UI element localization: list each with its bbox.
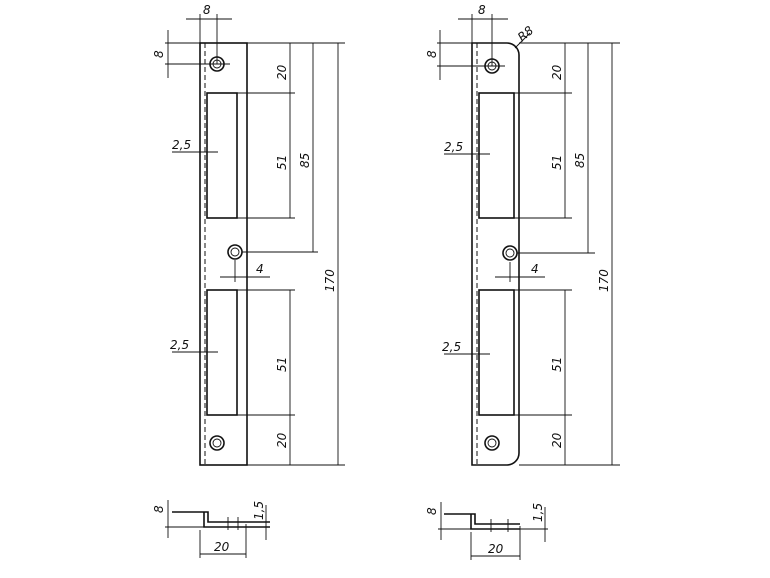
- dim-window-lower: 51: [275, 357, 289, 372]
- dim-window-upper: 51: [275, 155, 289, 170]
- screw-hole: [484, 435, 500, 451]
- dim-hole-offset: 8: [152, 50, 166, 58]
- dim-top-width: 8: [478, 3, 486, 17]
- profile-width: 20: [488, 542, 504, 556]
- dim-hole-offset: 8: [425, 50, 439, 58]
- dim-margin-lower: 2,5: [170, 338, 189, 352]
- plate-outline: [199, 42, 248, 466]
- dim-margin-upper: 2,5: [172, 138, 191, 152]
- profile-thickness: 1,5: [531, 503, 545, 522]
- dim-hole-inset: 4: [531, 262, 539, 276]
- lower-window: [478, 289, 515, 416]
- dimension-lines: [437, 14, 620, 466]
- screw-hole: [502, 245, 518, 261]
- dimension-lines: [165, 14, 345, 466]
- dim-radius: R8: [515, 23, 537, 44]
- dim-top-gap: 20: [275, 64, 289, 80]
- dim-window-upper: 51: [550, 155, 564, 170]
- dim-bottom-gap: 20: [275, 432, 289, 448]
- dim-top-width: 8: [203, 3, 211, 17]
- dim-top-gap: 20: [550, 64, 564, 80]
- right-profile-section: 8 1,5 20: [425, 502, 548, 560]
- profile-height: 8: [425, 507, 439, 515]
- profile-thickness: 1,5: [252, 501, 266, 520]
- lower-window: [206, 289, 238, 416]
- upper-window: [206, 92, 238, 219]
- screw-hole: [209, 435, 225, 451]
- profile-width: 20: [214, 540, 230, 554]
- screw-hole: [227, 244, 243, 260]
- dim-center-hole: 85: [573, 153, 587, 168]
- dim-total-length: 170: [323, 269, 337, 292]
- dim-total-length: 170: [597, 269, 611, 292]
- left-profile-section: 8 1,5 20: [152, 500, 270, 558]
- dim-hole-inset: 4: [256, 262, 264, 276]
- left-strike-plate: 8 8 20 51 85 170 2,5 2,5 4 51 20: [152, 3, 345, 466]
- dim-margin-lower: 2,5: [442, 340, 461, 354]
- right-strike-plate: 8 R8 8 20 51 85 170 2,5 2,5 4 51 20: [425, 3, 620, 466]
- upper-window: [478, 92, 515, 219]
- dim-margin-upper: 2,5: [444, 140, 463, 154]
- profile-height: 8: [152, 505, 166, 513]
- dim-bottom-gap: 20: [550, 432, 564, 448]
- dim-window-lower: 51: [550, 357, 564, 372]
- plate-outline: [471, 42, 520, 466]
- dim-center-hole: 85: [298, 153, 312, 168]
